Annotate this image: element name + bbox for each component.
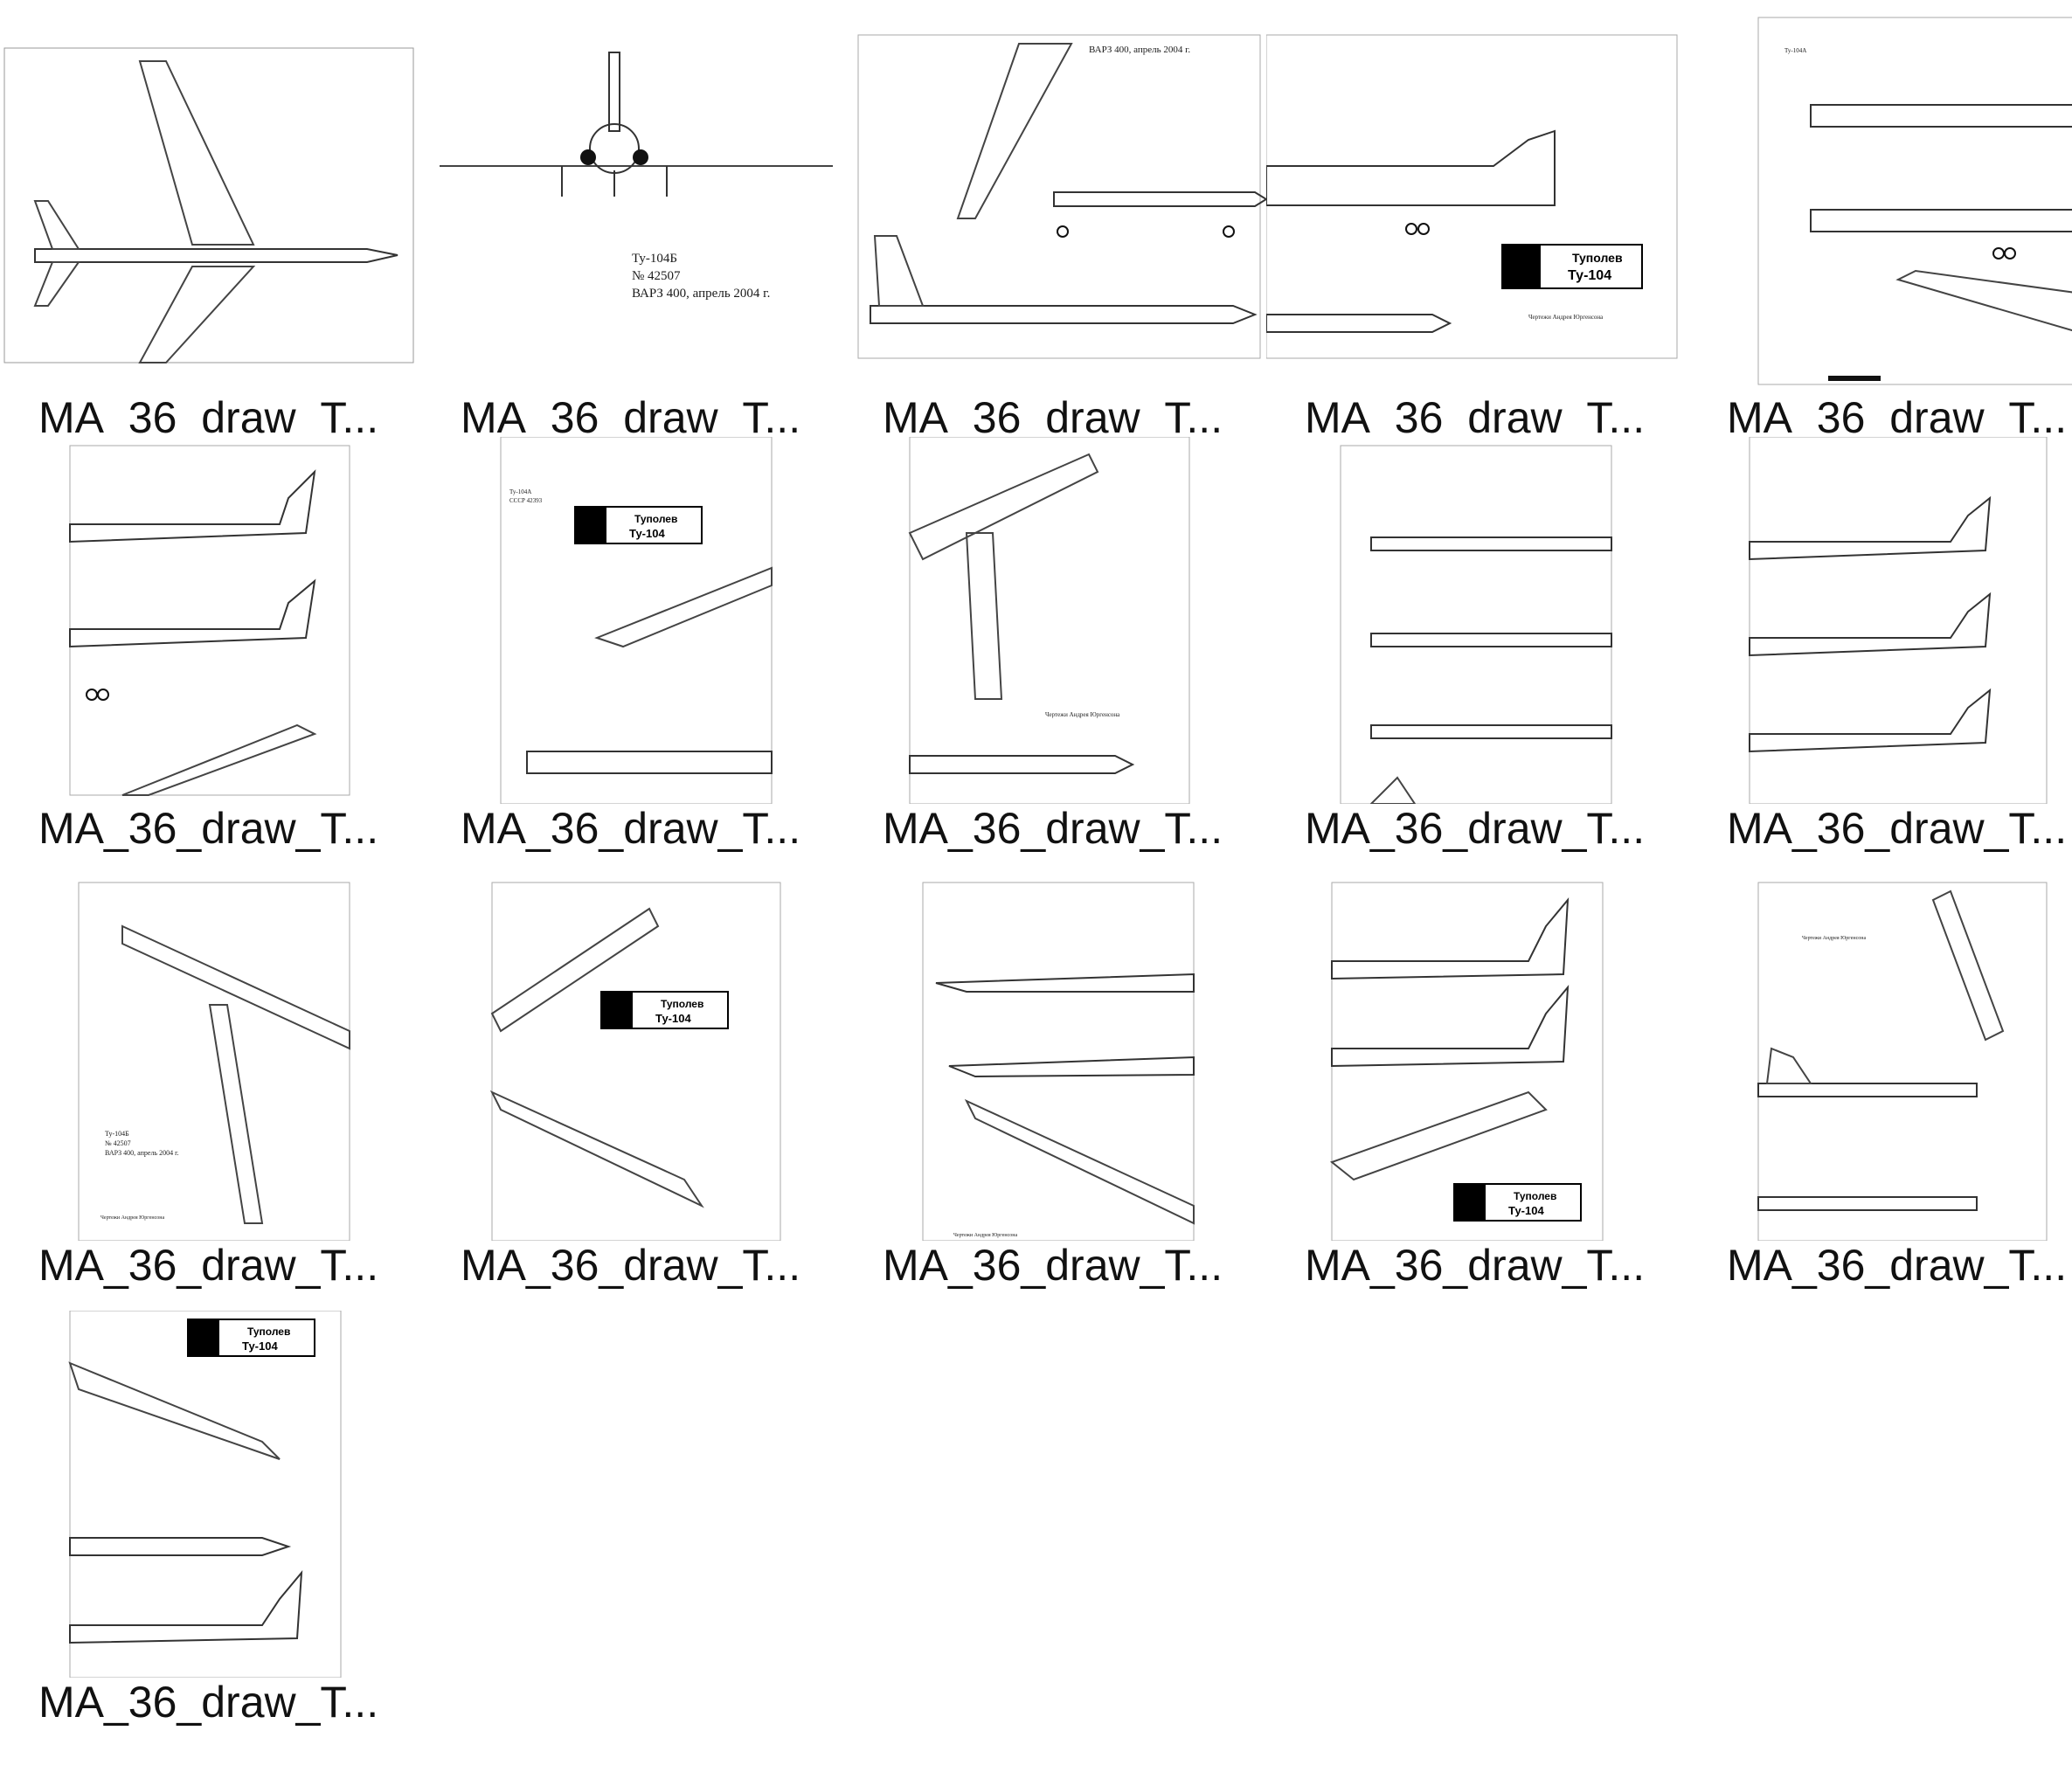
badge-text: Туполев <box>1514 1190 1556 1202</box>
thumbnail-image: Туполев Ту-104 <box>422 874 844 1241</box>
drawing-label: Чертежи Андрея Юргенсона <box>953 1233 1017 1238</box>
drawing-label: ВАРЗ 400, апрель 2004 г. <box>105 1149 178 1157</box>
file-name: MA_36_draw_T... <box>38 804 379 853</box>
drawing-label: Чертежи Андрея Юргенсона <box>1528 314 1604 321</box>
file-name: MA_36_draw_T... <box>1305 1241 1646 1290</box>
drawing-label: Ту-104А <box>509 488 531 495</box>
badge-text: Ту-104 <box>629 527 665 540</box>
file-thumbnail[interactable]: Туполев Ту-104 MA_36_draw_T... <box>422 874 844 1311</box>
thumbnail-image: Туполев Ту-104 <box>1266 874 1688 1241</box>
file-thumbnail[interactable]: Туполев Ту-104 MA_36_draw_T... <box>1266 874 1688 1311</box>
file-thumbnail[interactable]: MA_36_draw_T... <box>0 26 422 463</box>
file-thumbnail[interactable]: Ту-104А MA_36_draw_T... <box>1688 0 2072 442</box>
badge-text: Туполев <box>247 1326 290 1338</box>
thumbnail-image: ВАРЗ 400, апрель 2004 г. <box>844 26 1266 393</box>
file-name: MA_36_draw_T... <box>1305 393 1646 442</box>
file-thumbnail[interactable]: MA_36_draw_T... <box>1688 437 2072 874</box>
file-thumbnail[interactable]: Чертежи Андрея Юргенсона MA_36_draw_T... <box>1688 874 2072 1311</box>
drawing-label: ВАРЗ 400, апрель 2004 г. <box>1089 45 1190 55</box>
file-name: MA_36_draw_T... <box>461 1241 801 1290</box>
thumbnail-image: Туполев Ту-104 Чертежи Андрея Юргенсона <box>1266 26 1688 393</box>
file-name: MA_36_draw_T... <box>1727 804 2068 853</box>
file-name: MA_36_draw_T... <box>1305 804 1646 853</box>
file-name: MA_36_draw_T... <box>38 1241 379 1290</box>
drawing-label: Ту-104Б <box>105 1130 129 1138</box>
thumbnail-image <box>0 26 422 393</box>
file-thumbnail[interactable]: ВАРЗ 400, апрель 2004 г. MA_36_draw_T... <box>844 26 1266 463</box>
drawing-label: Чертежи Андрея Юргенсона <box>100 1215 164 1221</box>
drawing-label: Ту-104Б <box>632 252 677 266</box>
file-name: MA_36_draw_T... <box>461 393 801 442</box>
file-thumbnail[interactable]: MA_36_draw_T... <box>1266 437 1688 874</box>
file-thumbnail[interactable]: MA_36_draw_T... <box>0 437 422 874</box>
file-thumbnail[interactable]: Туполев Ту-104 Чертежи Андрея Юргенсона … <box>1266 26 1688 463</box>
file-thumbnail[interactable]: Ту-104А СССР 42393 Туполев Ту-104 MA_36_… <box>422 437 844 874</box>
file-thumbnail[interactable]: Туполев Ту-104 MA_36_draw_T... <box>0 1311 422 1748</box>
drawing-label: № 42507 <box>105 1139 131 1147</box>
drawing-label: Чертежи Андрея Юргенсона <box>1802 936 1866 941</box>
thumbnail-image: Туполев Ту-104 <box>0 1311 422 1678</box>
badge-text: Туполев <box>1572 251 1623 265</box>
thumbnail-image: Ту-104А <box>1688 0 2072 393</box>
thumbnail-image: Ту-104Б № 42507 ВАРЗ 400, апрель 2004 г. <box>422 26 844 393</box>
badge-text: Туполев <box>634 513 677 525</box>
badge-text: Ту-104 <box>242 1339 278 1353</box>
file-thumbnail[interactable]: Чертежи Андрея Юргенсона MA_36_draw_T... <box>844 437 1266 874</box>
thumbnail-image: Чертежи Андрея Юргенсона <box>844 874 1266 1241</box>
badge-text: Ту-104 <box>655 1012 691 1025</box>
file-name: MA_36_draw_T... <box>1727 1241 2068 1290</box>
drawing-label: СССР 42393 <box>509 497 543 504</box>
thumbnail-image: Ту-104А СССР 42393 Туполев Ту-104 <box>422 437 844 804</box>
thumbnail-image <box>0 437 422 804</box>
file-name: MA_36_draw_T... <box>883 1241 1223 1290</box>
file-thumbnail[interactable]: Чертежи Андрея Юргенсона MA_36_draw_T... <box>844 874 1266 1311</box>
thumbnail-image <box>1688 437 2072 804</box>
file-name: MA_36_draw_T... <box>461 804 801 853</box>
file-name: MA_36_draw_T... <box>883 804 1223 853</box>
file-thumbnail[interactable]: Ту-104Б № 42507 ВАРЗ 400, апрель 2004 г.… <box>422 26 844 463</box>
badge-text: Туполев <box>661 998 703 1010</box>
drawing-label: ВАРЗ 400, апрель 2004 г. <box>632 287 770 301</box>
file-name: MA_36_draw_T... <box>883 393 1223 442</box>
file-name: MA_36_draw_T... <box>1727 393 2068 442</box>
thumbnail-image: Ту-104Б № 42507 ВАРЗ 400, апрель 2004 г.… <box>0 874 422 1241</box>
drawing-label: № 42507 <box>632 269 681 283</box>
badge-text: Ту-104 <box>1568 268 1611 283</box>
file-name: MA_36_draw_T... <box>38 393 379 442</box>
thumbnail-image: Чертежи Андрея Юргенсона <box>1688 874 2072 1241</box>
thumbnail-image: Чертежи Андрея Юргенсона <box>844 437 1266 804</box>
file-name: MA_36_draw_T... <box>38 1678 379 1727</box>
badge-text: Ту-104 <box>1508 1204 1544 1217</box>
thumbnail-image <box>1266 437 1688 804</box>
drawing-label: Чертежи Андрея Юргенсона <box>1045 711 1120 718</box>
file-thumbnail[interactable]: Ту-104Б № 42507 ВАРЗ 400, апрель 2004 г.… <box>0 874 422 1311</box>
drawing-label: Ту-104А <box>1784 47 1806 54</box>
